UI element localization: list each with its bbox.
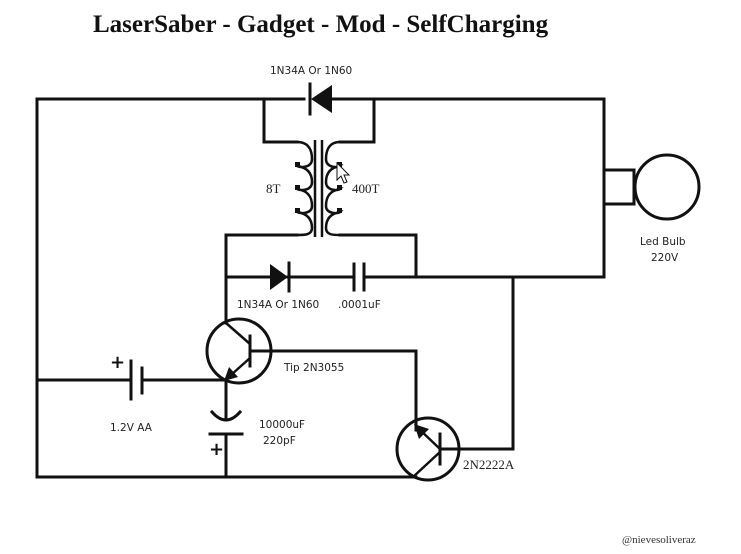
capacitor-label-line1: 10000uF [259, 419, 305, 431]
power-transistor-label: Tip 2N3055 [283, 362, 344, 374]
led-bulb: Led Bulb 220V [633, 153, 701, 264]
battery-plus-sign: + [110, 352, 125, 373]
capacitor-plus-sign: + [209, 439, 224, 460]
secondary-winding-label: 400T [352, 181, 380, 196]
small-capacitor: .0001uF [338, 262, 381, 311]
bulb-label-line1: Led Bulb [640, 236, 686, 248]
battery: + 1.2V AA [110, 352, 153, 434]
watermark: @nievesoliveraz [622, 534, 696, 546]
small-transistor-label: 2N2222A [463, 457, 515, 472]
wires [35, 97, 636, 479]
diagram-title: LaserSaber - Gadget - Mod - SelfCharging [93, 11, 549, 38]
battery-label: 1.2V AA [110, 422, 153, 434]
small-capacitor-label: .0001uF [338, 299, 381, 311]
top-diode: 1N34A Or 1N60 [270, 65, 352, 116]
transformer: 8T 400T [266, 140, 380, 237]
lower-diode-label: 1N34A Or 1N60 [237, 299, 319, 311]
primary-winding-label: 8T [266, 181, 281, 196]
mouse-cursor-icon [336, 161, 351, 184]
electrolytic-capacitor: + 10000uF 220pF [208, 409, 305, 460]
power-transistor: Tip 2N3055 [205, 317, 344, 385]
small-transistor: 2N2222A [395, 416, 515, 482]
lower-diode: 1N34A Or 1N60 [237, 261, 319, 311]
top-diode-label: 1N34A Or 1N60 [270, 65, 352, 77]
bulb-label-line2: 220V [651, 252, 679, 264]
capacitor-label-line2: 220pF [263, 435, 296, 447]
